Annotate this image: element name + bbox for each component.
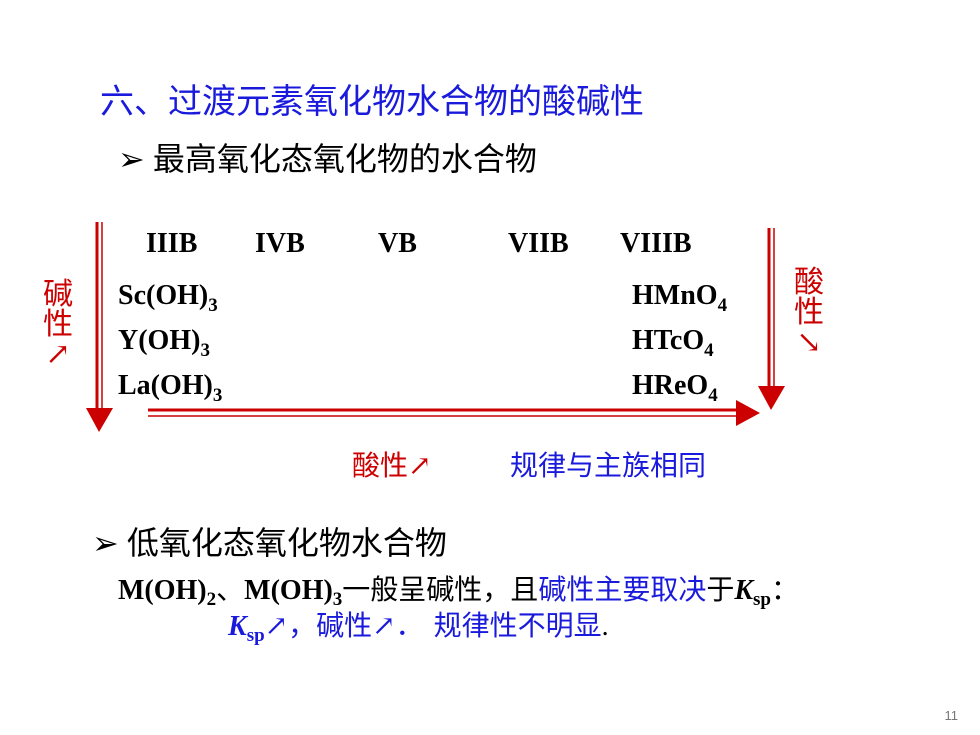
page-number: 11 <box>944 708 959 723</box>
compound-sc-oh3: Sc(OH)3 <box>118 280 218 316</box>
compound-hreo4: HReO4 <box>632 370 718 406</box>
section2-line3: Ksp↗，碱性↗．规律性不明显. <box>228 611 609 646</box>
left-basicity-label: 碱 性 ↗ <box>43 278 73 371</box>
section2-heading: ➢ 低氧化态氧化物水合物 <box>92 518 447 564</box>
right-acidity-label: 酸 性 ↘ <box>794 266 824 359</box>
section2-line2: M(OH)2、M(OH)3一般呈碱性，且碱性主要取决于Ksp： <box>118 575 800 610</box>
compound-htco4: HTcO4 <box>632 325 714 361</box>
group-header-VIIB: VIIB <box>508 228 569 259</box>
bottom-acidity-arrow <box>148 400 760 426</box>
group-header-VIIIB: VIIIB <box>620 228 692 259</box>
group-header-VB: VB <box>378 228 417 259</box>
bullet-arrow-icon: ➢ <box>118 141 145 177</box>
left-basicity-arrow <box>86 222 113 432</box>
rule-note: 规律与主族相同 <box>510 451 707 482</box>
page-title: 六、过渡元素氧化物水合物的酸碱性 <box>100 84 644 121</box>
compound-la-oh3: La(OH)3 <box>118 370 223 406</box>
right-acidity-arrow <box>758 228 785 410</box>
section1-heading-text: 最高氧化态氧化物的水合物 <box>152 141 537 177</box>
bottom-acidity-label: 酸性↗ <box>352 451 432 482</box>
section1-heading: ➢ 最高氧化态氧化物的水合物 <box>118 134 537 180</box>
group-header-IIIB: IIIB <box>146 228 198 259</box>
group-header-IVB: IVB <box>255 228 305 259</box>
bullet-arrow-icon: ➢ <box>92 525 119 561</box>
compound-hmno4: HMnO4 <box>632 280 728 316</box>
compound-y-oh3: Y(OH)3 <box>118 325 210 361</box>
section2-heading-text: 低氧化态氧化物水合物 <box>126 525 447 561</box>
